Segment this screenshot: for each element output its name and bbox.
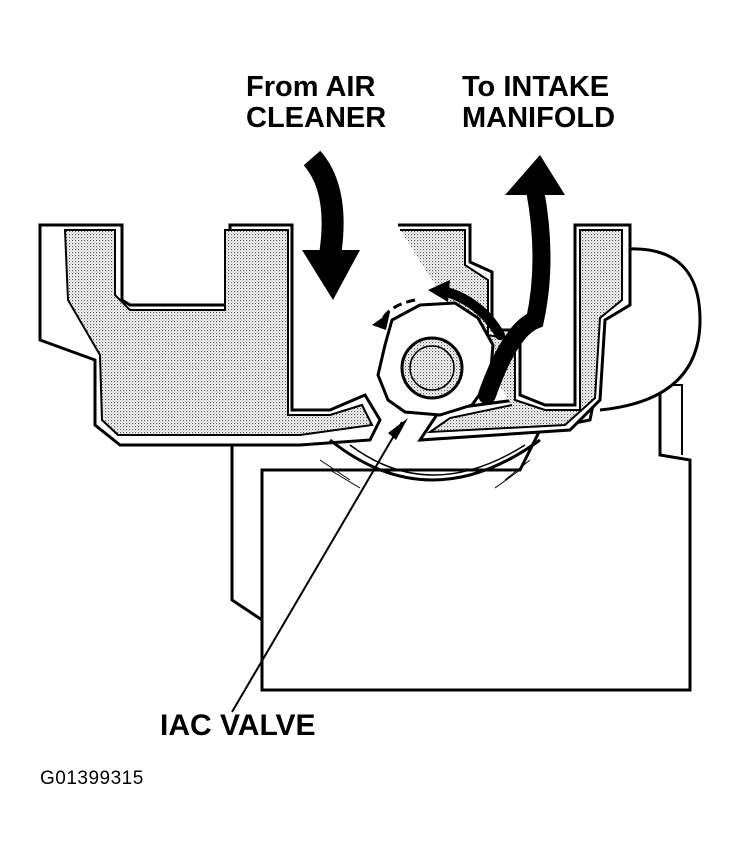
throttle-bore-arc-inner [349,444,526,476]
bypass-flow-arrowhead-icon [428,280,450,302]
shaded-cast-section [63,229,374,436]
from-air-cleaner-line1: From AIR [246,71,376,103]
throttle-bore-arc [329,438,541,482]
to-intake-manifold-line1: To INTAKE [462,71,610,103]
iac-valve-leader-line [231,421,403,713]
air-inlet-arrow-shaft [303,150,344,257]
intake-outlet-arrow-shaft [478,181,551,404]
from-air-cleaner-label: From AIR CLEANER [246,72,386,134]
air-inlet-arrowhead-icon [302,250,360,300]
iac-valve-label: IAC VALVE [160,709,316,742]
shaded-cast-section-right [400,229,623,434]
throttle-body-side-block [230,435,264,623]
valve-rotation-arrowhead-icon [372,312,390,330]
iac-valve-leader-arrowhead-icon [388,418,408,440]
iac-valve-center [400,336,464,400]
figure-id: G01399315 [40,768,144,789]
to-intake-manifold-line2: MANIFOLD [462,102,616,134]
intake-outlet-arrowhead-icon [505,155,565,195]
bore-hatching [319,459,531,489]
iac-valve-center-inner [409,345,455,391]
to-intake-manifold-label: To INTAKE MANIFOLD [462,72,615,134]
from-air-cleaner-line2: CLEANER [246,102,387,134]
